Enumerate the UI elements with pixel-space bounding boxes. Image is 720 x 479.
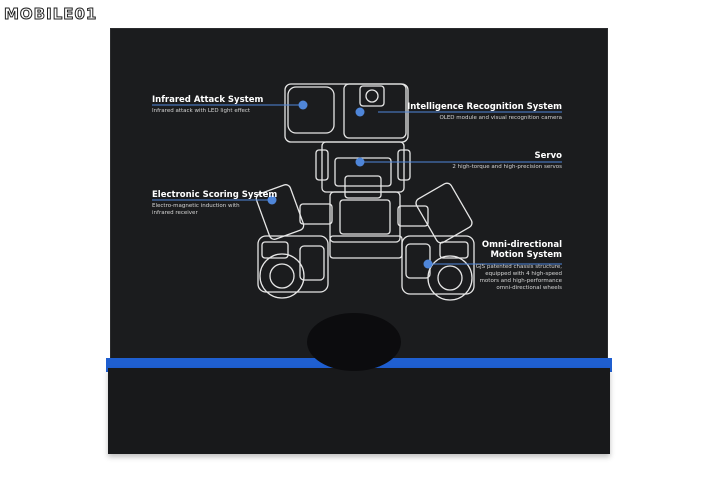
infrared-title: Infrared Attack System (152, 95, 264, 105)
omni-label: Omni-directional Motion System GJS paten… (476, 240, 562, 292)
servo-dot (355, 157, 365, 167)
scoring-label: Electronic Scoring System Electro-magnet… (152, 190, 277, 217)
dark-spot (307, 313, 401, 371)
servo-desc: 2 high-torque and high-precision servos (452, 164, 562, 170)
left-shoulder (255, 184, 305, 240)
scoring-dot (267, 195, 277, 205)
intelligence-label: Intelligence Recognition System OLED mod… (407, 102, 562, 122)
scoring-desc-2: infrared receiver (152, 210, 198, 216)
omni-desc-4: omni-directional wheels (496, 285, 562, 291)
omni-desc-1: GJS patented chassis structure, (475, 264, 562, 270)
servo-title: Servo (534, 151, 562, 161)
infrared-label: Infrared Attack System Infrared attack w… (152, 95, 263, 115)
left-wheel-assembly (257, 235, 329, 293)
box-base (108, 368, 610, 454)
omni-desc-2: equipped with 4 high-speed (485, 271, 562, 277)
scoring-title: Electronic Scoring System (152, 190, 278, 200)
omni-title-2: Motion System (490, 250, 562, 260)
scoring-desc-1: Electro-magnetic induction with (152, 203, 240, 209)
right-wheel-assembly (401, 235, 475, 295)
intelligence-desc: OLED module and visual recognition camer… (439, 115, 562, 121)
infrared-desc: Infrared attack with LED light effect (152, 108, 251, 114)
right-shoulder (415, 182, 473, 244)
omni-title-1: Omni-directional (481, 240, 562, 250)
infrared-dot (298, 100, 308, 110)
omni-desc-3: motors and high-performance (479, 278, 562, 284)
intelligence-title: Intelligence Recognition System (407, 102, 562, 112)
intelligence-dot (355, 107, 365, 117)
robot-torso (321, 141, 405, 193)
watermark-text: MOBILE01 (3, 5, 98, 24)
omni-dot (423, 259, 433, 269)
servo-label: Servo 2 high-torque and high-precision s… (452, 151, 562, 171)
watermark-logo: MOBILE01 (3, 3, 98, 25)
